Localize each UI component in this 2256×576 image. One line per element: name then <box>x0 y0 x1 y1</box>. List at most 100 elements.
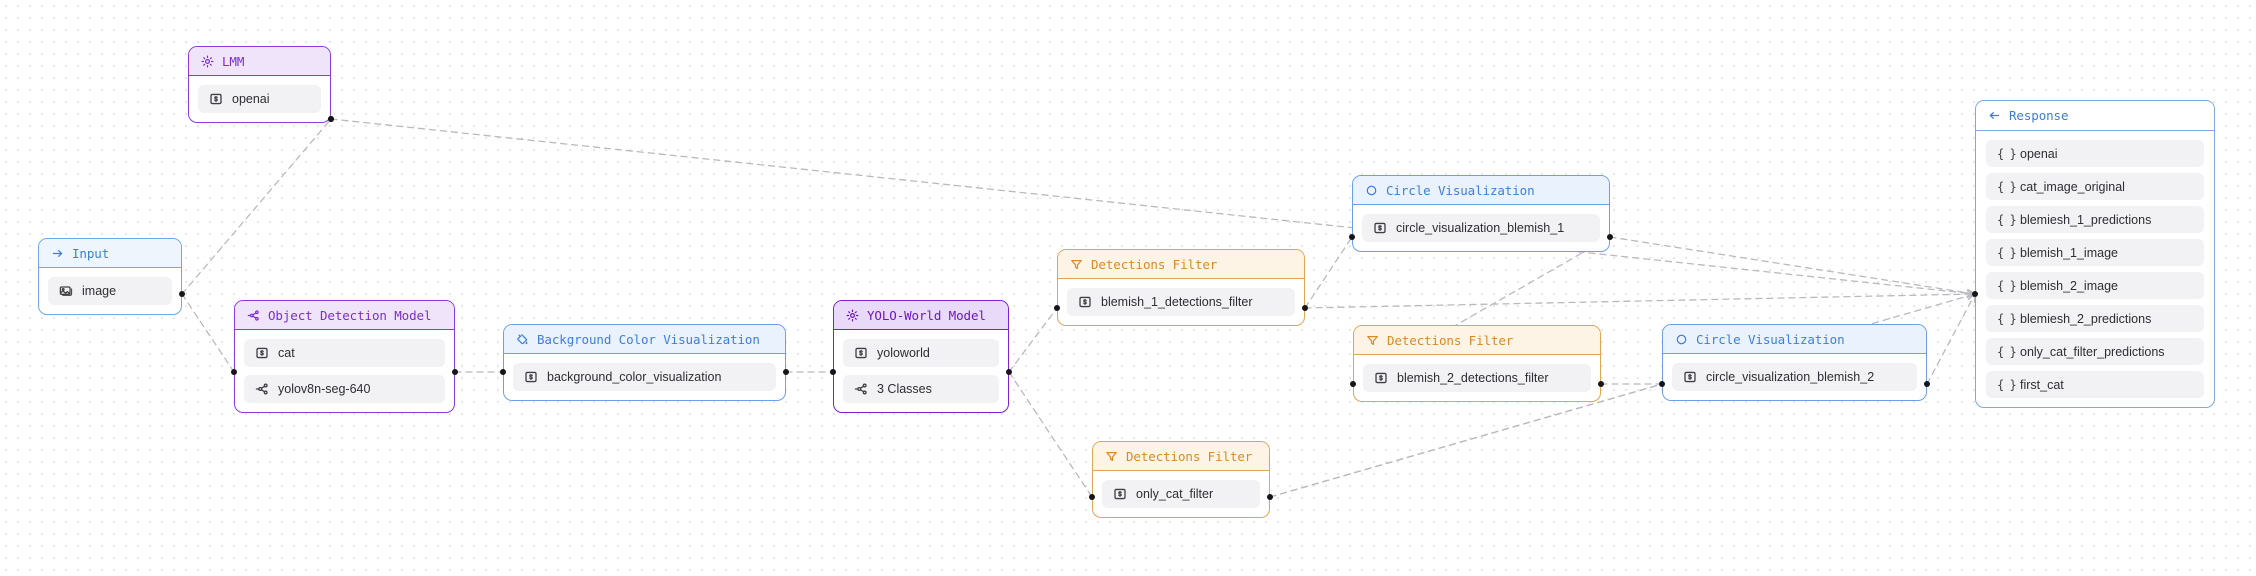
node-chip-label: cat <box>278 346 295 360</box>
port-yolo-out[interactable] <box>1006 369 1012 375</box>
arrow-right-icon <box>51 247 64 260</box>
port-circle1-out[interactable] <box>1607 234 1613 240</box>
port-bgcolor-in[interactable] <box>500 369 506 375</box>
response-item-label: cat_image_original <box>2020 179 2125 194</box>
node-chip-label: openai <box>232 92 270 106</box>
node-chip[interactable]: yoloworld <box>843 339 999 367</box>
node-chip[interactable]: image <box>48 277 172 305</box>
node-body: cat yolov8n-seg-640 <box>235 330 454 412</box>
node-chip-label: yoloworld <box>877 346 930 360</box>
node-header: Input <box>39 239 181 268</box>
braces-icon: { } <box>1997 344 2017 359</box>
node-chip[interactable]: 3 Classes <box>843 375 999 403</box>
node-chip[interactable]: yolov8n-seg-640 <box>244 375 445 403</box>
node-detections-filter-1[interactable]: Detections Filter blemish_1_detections_fi… <box>1057 249 1305 326</box>
response-item[interactable]: { }blemiesh_2_predictions <box>1986 305 2204 332</box>
port-yolo-in[interactable] <box>830 369 836 375</box>
edge-circle2-out-to-response-in <box>1926 294 1975 385</box>
port-odm-out[interactable] <box>452 369 458 375</box>
dollar-box-icon <box>255 346 269 360</box>
port-df1-out[interactable] <box>1302 305 1308 311</box>
circle-outline-icon <box>1365 184 1378 197</box>
dollar-box-icon <box>1373 221 1387 235</box>
port-response-in[interactable] <box>1972 291 1978 297</box>
node-chip-label: circle_visualization_blemish_2 <box>1706 370 1875 384</box>
port-odm-in[interactable] <box>231 369 237 375</box>
node-chip-label: image <box>82 284 117 298</box>
edge-circle1-out-to-response-in <box>1609 236 1975 294</box>
node-input[interactable]: Input image <box>38 238 182 315</box>
arrow-left-icon <box>1988 109 2001 122</box>
node-chip[interactable]: openai <box>198 85 321 113</box>
braces-icon: { } <box>1997 212 2017 227</box>
response-item-label: openai <box>2020 146 2058 161</box>
image-icon <box>59 284 73 298</box>
node-chip[interactable]: cat <box>244 339 445 367</box>
response-item[interactable]: { }first_cat <box>1986 371 2204 398</box>
dollar-box-icon <box>854 346 868 360</box>
node-title: Circle Visualization <box>1386 182 1535 198</box>
response-item[interactable]: { }blemiesh_1_predictions <box>1986 206 2204 233</box>
node-lmm[interactable]: LMM openai <box>188 46 331 123</box>
gear-icon <box>201 55 214 68</box>
response-item[interactable]: { }blemish_1_image <box>1986 239 2204 266</box>
port-df3-in[interactable] <box>1089 494 1095 500</box>
port-input-out[interactable] <box>179 291 185 297</box>
node-chip[interactable]: background_color_visualization <box>513 363 776 391</box>
edge-df1-out-to-response-in <box>1304 294 1975 309</box>
node-chip[interactable]: circle_visualization_blemish_2 <box>1672 363 1917 391</box>
response-item-label: blemiesh_2_predictions <box>2020 311 2152 326</box>
port-circle2-out[interactable] <box>1924 381 1930 387</box>
port-df2-in[interactable] <box>1350 381 1356 387</box>
response-item-label: blemish_2_image <box>2020 278 2118 293</box>
node-object-detection-model[interactable]: Object Detection Model cat yolov8n-seg-640 <box>234 300 455 413</box>
node-body: circle_visualization_blemish_1 <box>1353 205 1609 251</box>
node-detections-filter-3[interactable]: Detections Filter only_cat_filter <box>1092 441 1270 518</box>
node-chip[interactable]: only_cat_filter <box>1102 480 1260 508</box>
port-circle1-in[interactable] <box>1349 234 1355 240</box>
node-circle-visualization-1[interactable]: Circle Visualization circle_visualization… <box>1352 175 1610 252</box>
port-df3-out[interactable] <box>1267 494 1273 500</box>
response-item[interactable]: { }openai <box>1986 140 2204 167</box>
node-body: blemish_2_detections_filter <box>1354 355 1600 401</box>
node-title: Detections Filter <box>1387 332 1514 348</box>
node-header: Detections Filter <box>1058 250 1304 279</box>
dollar-box-icon <box>1374 371 1388 385</box>
port-df2-out[interactable] <box>1598 381 1604 387</box>
paint-bucket-icon <box>516 333 529 346</box>
response-item-list: { }openai{ }cat_image_original{ }blemies… <box>1976 131 2214 407</box>
port-circle2-in[interactable] <box>1659 381 1665 387</box>
node-chip-label: blemish_1_detections_filter <box>1101 295 1253 309</box>
filter-funnel-icon <box>1070 258 1083 271</box>
port-df1-in[interactable] <box>1054 305 1060 311</box>
response-item[interactable]: { }cat_image_original <box>1986 173 2204 200</box>
node-title: Detections Filter <box>1091 256 1218 272</box>
node-header: Detections Filter <box>1093 442 1269 471</box>
node-title: Object Detection Model <box>268 307 432 323</box>
port-lmm-out[interactable] <box>328 116 334 122</box>
response-item-label: only_cat_filter_predictions <box>2020 344 2165 359</box>
node-title: Input <box>72 245 110 261</box>
node-chip[interactable]: blemish_1_detections_filter <box>1067 288 1295 316</box>
response-item[interactable]: { }blemish_2_image <box>1986 272 2204 299</box>
response-panel[interactable]: Response { }openai{ }cat_image_original{… <box>1975 100 2215 408</box>
node-chip[interactable]: circle_visualization_blemish_1 <box>1362 214 1600 242</box>
node-title: LMM <box>222 53 245 69</box>
model-graph-icon <box>255 382 269 396</box>
response-item[interactable]: { }only_cat_filter_predictions <box>1986 338 2204 365</box>
node-chip[interactable]: blemish_2_detections_filter <box>1363 364 1591 392</box>
braces-icon: { } <box>1997 179 2017 194</box>
node-detections-filter-2[interactable]: Detections Filter blemish_2_detections_fi… <box>1353 325 1601 402</box>
node-header: LMM <box>189 47 330 76</box>
node-header: Circle Visualization <box>1353 176 1609 205</box>
node-body: only_cat_filter <box>1093 471 1269 517</box>
port-bgcolor-out[interactable] <box>783 369 789 375</box>
node-body: image <box>39 268 181 314</box>
edge-df1-out-to-circle1-in <box>1304 236 1353 309</box>
filter-funnel-icon <box>1366 334 1379 347</box>
braces-icon: { } <box>1997 278 2017 293</box>
